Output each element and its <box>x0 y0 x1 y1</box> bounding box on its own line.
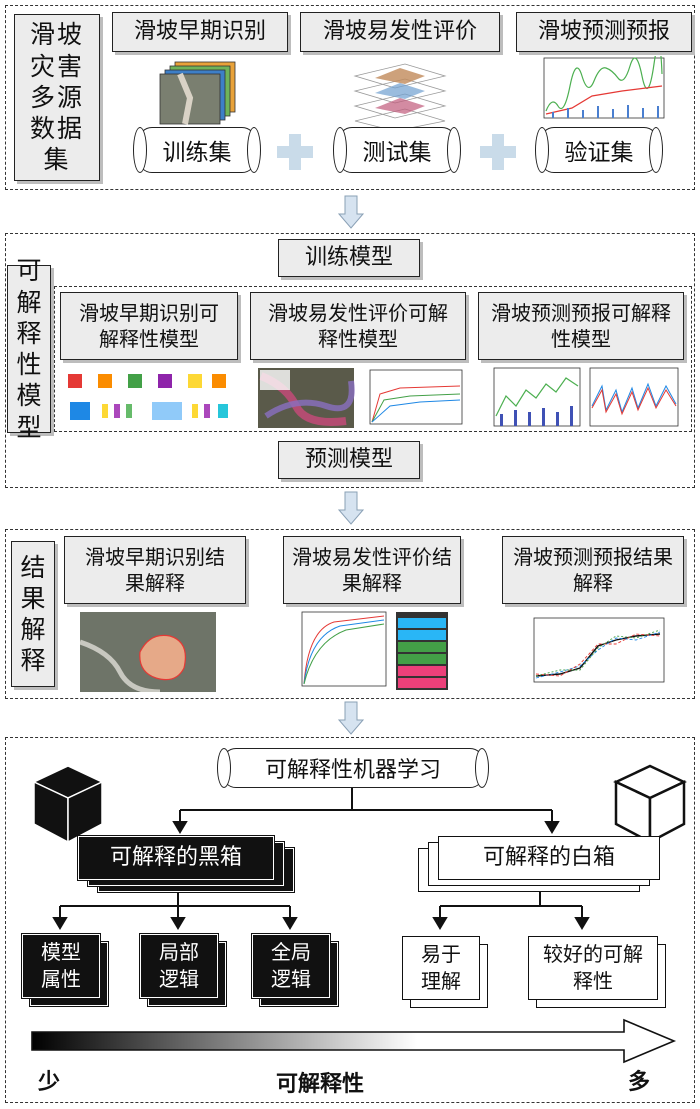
thumb-image-stack <box>159 61 236 125</box>
train-model-box: 训练模型 <box>278 239 420 277</box>
datasets-side-title: 滑坡灾害多源数据集 <box>14 14 100 181</box>
cylinder-train-set: 训练集 <box>133 127 261 173</box>
cylinder-validation-set: 验证集 <box>535 127 663 173</box>
leaf-local-logic: 局部逻辑 <box>139 933 219 999</box>
down-arrow-icon <box>338 491 364 525</box>
thumb-layer-map <box>353 63 447 131</box>
model-susceptibility: 滑坡易发性评价可解释性模型 <box>250 292 466 360</box>
result-forecast: 滑坡预测预报结果解释 <box>502 536 684 604</box>
results-side-title: 结果解释 <box>11 541 55 687</box>
axis-label-interpretability: 可解释性 <box>276 1072 365 1097</box>
result-susceptibility: 滑坡易发性评价结果解释 <box>283 536 461 604</box>
model-early-identification: 滑坡早期识别可解释性模型 <box>60 292 238 360</box>
head-forecast: 滑坡预测预报 <box>516 12 692 52</box>
thumb-timeseries <box>543 56 665 119</box>
thumb-landslide-satellite <box>80 612 216 692</box>
result-early-identification: 滑坡早期识别结果解释 <box>64 536 246 604</box>
models-inner <box>54 286 692 432</box>
thumb-roc-and-table <box>301 611 448 690</box>
down-arrow-icon <box>338 701 364 735</box>
interpretability-gradient-arrow <box>31 1018 677 1064</box>
thumb-susceptibility-map <box>258 368 355 428</box>
head-susceptibility: 滑坡易发性评价 <box>300 12 500 52</box>
thumb-forecast-series <box>493 367 679 427</box>
tree-connectors <box>52 788 590 930</box>
white-cube-icon <box>613 764 687 845</box>
black-cube-icon <box>32 765 104 844</box>
thumb-roc-curves <box>369 369 463 425</box>
section-interpretability <box>5 737 695 1103</box>
leaf-better-interpretability: 较好的可解释性 <box>528 936 658 1000</box>
models-side-title: 可解释性模型 <box>7 256 51 442</box>
model-forecast: 滑坡预测预报可解释性模型 <box>478 292 684 360</box>
cylinder-test-set: 测试集 <box>333 127 461 173</box>
section-datasets <box>5 5 695 190</box>
leaf-global-logic: 全局逻辑 <box>251 933 331 999</box>
white-box-label: 可解释的白箱 <box>438 836 660 880</box>
section-models <box>5 233 695 488</box>
thumb-displacement-chart <box>533 617 665 683</box>
leaf-easy-understand: 易于理解 <box>402 936 480 1000</box>
plus-icon <box>277 134 313 170</box>
axis-label-less: 少 <box>38 1070 61 1095</box>
plus-icon <box>480 134 516 170</box>
section-results <box>5 529 695 699</box>
head-early-identification: 滑坡早期识别 <box>112 12 288 52</box>
thumb-cnn-architecture <box>68 374 228 420</box>
black-box-label: 可解释的黑箱 <box>77 835 275 881</box>
leaf-model-attribute: 模型属性 <box>21 933 101 999</box>
predict-model-box: 预测模型 <box>278 441 420 479</box>
down-arrow-icon <box>338 195 364 229</box>
cylinder-interpretable-ml: 可解释性机器学习 <box>217 748 489 788</box>
axis-label-more: 多 <box>628 1070 651 1095</box>
